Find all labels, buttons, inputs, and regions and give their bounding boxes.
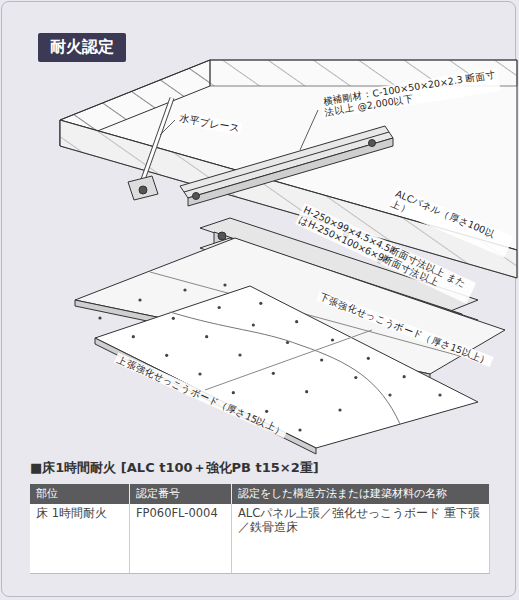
brace-gusset	[128, 176, 158, 200]
c-channel	[180, 126, 393, 198]
title-tab: 耐火認定	[38, 33, 126, 62]
upper-gypsum-board	[95, 286, 478, 448]
table-cell: FP060FL-0004	[130, 504, 232, 574]
horizontal-brace	[140, 98, 172, 188]
table-header: 認定番号	[130, 484, 232, 504]
table-header: 部位	[30, 484, 130, 504]
table-cell: 床 1時間耐火	[30, 504, 130, 574]
leader-line	[160, 120, 175, 135]
table-header: 認定をした構造方法または建築材料の名称	[232, 484, 490, 504]
table-cell: ALCパネル上張／強化せっこうボード 重下張／鉄骨造床	[232, 504, 490, 574]
section-heading: ■床1時間耐火 [ALC t100＋強化PB t15×2重]	[30, 460, 500, 476]
leader-line	[300, 110, 318, 150]
